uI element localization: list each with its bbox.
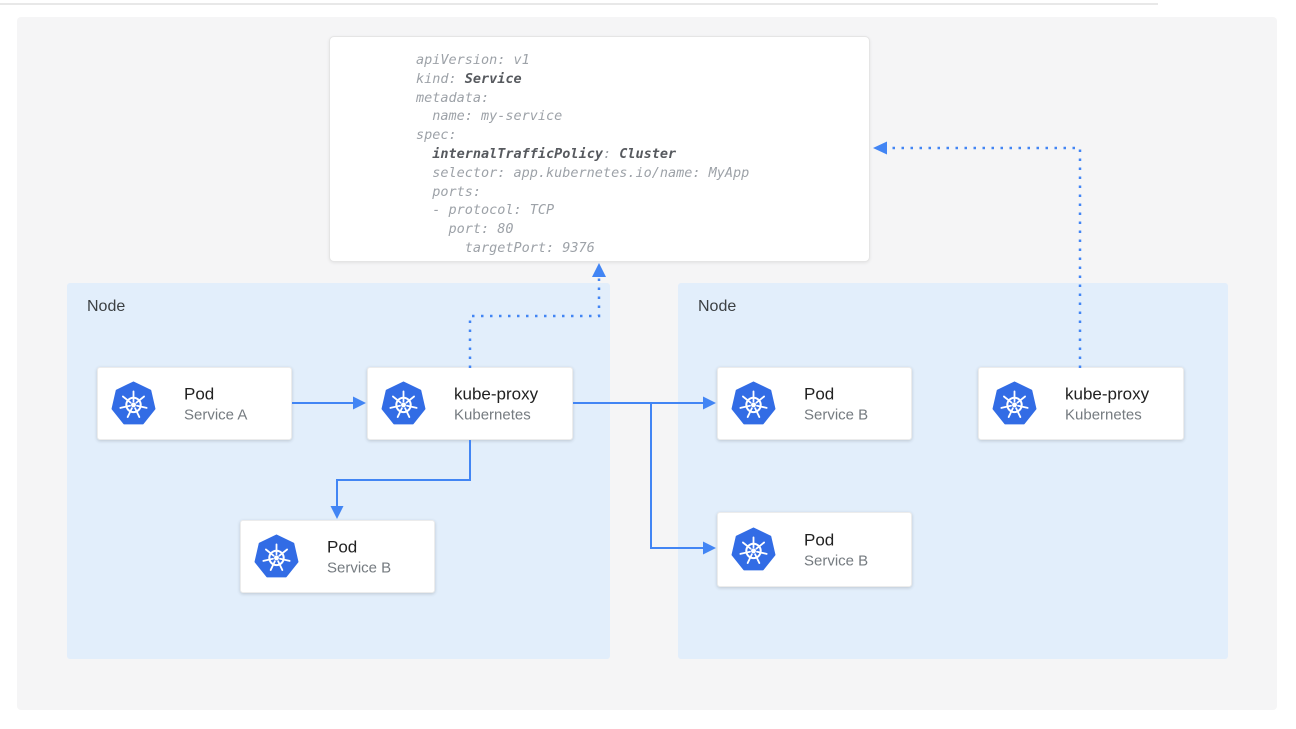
entity-subtitle: Service B [327,559,392,576]
node-right-label: Node [698,298,737,315]
kubernetes-logo-icon [254,533,299,579]
yaml-line: spec: [416,127,457,144]
entity-subtitle: Service B [804,406,869,423]
top-divider-line [0,3,1158,5]
yaml-line: apiVersion: v1 [416,52,530,68]
entity-title: Pod [184,384,215,403]
yaml-line: name: my-service [416,108,563,125]
node-right: Node [678,283,1228,659]
entity-title: Pod [327,537,358,556]
yaml-line: selector: app.kubernetes.io/name: MyApp [416,164,750,181]
node-left: Node [67,283,610,659]
entity-title: Pod [804,530,835,549]
pod-service-b-left-card: Pod Service B [240,520,435,593]
yaml-line: internalTrafficPolicy: Cluster [432,145,677,162]
pod-service-b-right-bottom-card: Pod Service B [717,512,912,587]
entity-subtitle: Service A [184,406,248,423]
node-left-label: Node [87,298,126,315]
entity-title: kube-proxy [454,384,539,403]
entity-title: kube-proxy [1065,384,1150,403]
service-yaml-card: apiVersion: v1 kind: Service metadata: nam… [329,36,870,262]
kube-proxy-left-card: kube-proxy Kubernetes [367,367,573,440]
entity-title: Pod [804,384,835,403]
yaml-line: metadata: [416,89,490,106]
yaml-line: - protocol: TCP [416,202,555,219]
kubernetes-logo-icon [731,526,776,572]
entity-subtitle: Service B [804,552,869,569]
pod-service-b-right-top-card: Pod Service B [717,367,912,440]
yaml-line: port: 80 [416,221,514,238]
kube-proxy-right-card: kube-proxy Kubernetes [978,367,1184,440]
entity-subtitle: Kubernetes [1065,406,1142,423]
kubernetes-logo-icon [111,380,156,426]
yaml-line: ports: [416,183,482,200]
yaml-line: kind: Service [416,70,522,87]
kubernetes-logo-icon [992,380,1037,426]
kubernetes-logo-icon [731,380,776,426]
entity-subtitle: Kubernetes [454,406,531,423]
pod-service-a-card: Pod Service A [97,367,292,440]
yaml-line: targetPort: 9376 [416,239,595,256]
kubernetes-logo-icon [381,380,426,426]
yaml-code-block: apiVersion: v1 kind: Service metadata: nam… [416,51,749,258]
